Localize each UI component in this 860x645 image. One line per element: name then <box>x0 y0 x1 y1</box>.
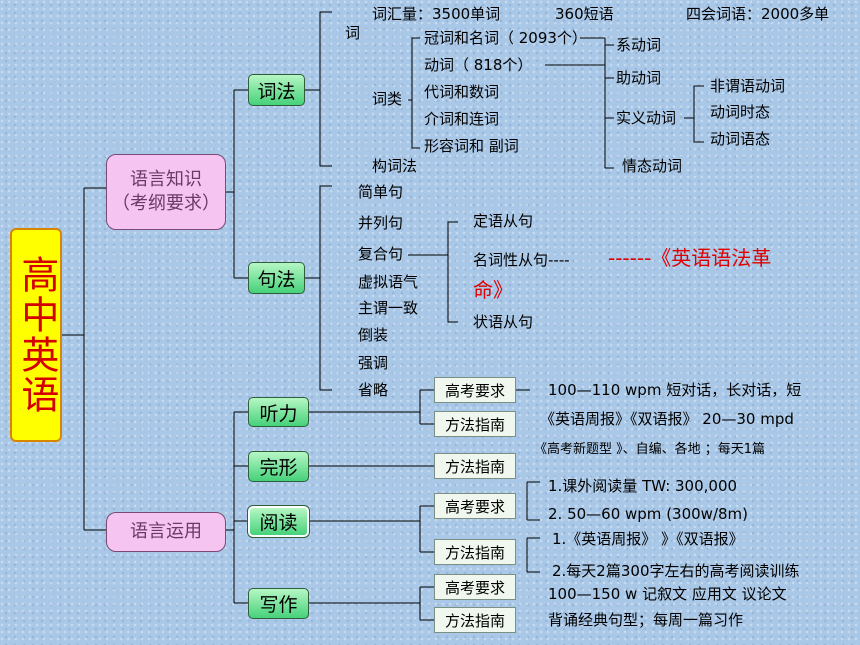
vocab-four-skills: 四会词语：2000多单 <box>686 5 830 23</box>
clause-type: 名词性从句---- <box>473 251 570 269</box>
guide-label: 方法指南 <box>444 457 505 476</box>
application-node[interactable]: 语言运用 <box>106 512 226 552</box>
sentence-type: 复合句 <box>358 245 404 263</box>
listening-guide-box[interactable]: 方法指南 <box>434 411 516 437</box>
listening-requirement-box[interactable]: 高考要求 <box>434 377 516 403</box>
syntax-node[interactable]: 句法 <box>248 262 305 294</box>
sentence-type: 强调 <box>358 354 389 372</box>
listening-guide: 《英语周报》《双语报》 20—30 mpd <box>540 410 794 428</box>
grammar-book-link-cont[interactable]: 命》 <box>473 278 513 302</box>
knowledge-node[interactable]: 语言知识 （考纲要求） <box>106 154 226 230</box>
requirement-label: 高考要求 <box>444 578 505 597</box>
word-class-item: 介词和连词 <box>424 110 500 128</box>
verb-detail: 非谓语动词 <box>710 77 786 95</box>
reading-label: 阅读 <box>259 512 298 534</box>
verb-type: 系动词 <box>616 36 662 54</box>
cloze-guide: 《高考新题型 》、自编、各地 ；每天1篇 <box>534 442 766 457</box>
sentence-type: 主谓一致 <box>358 299 419 317</box>
root-node[interactable]: 高中英语 <box>10 228 62 442</box>
vocab-node[interactable]: 词法 <box>248 74 305 106</box>
reading-node[interactable]: 阅读 <box>247 505 310 538</box>
verb-detail: 动词时态 <box>710 103 771 121</box>
listening-node[interactable]: 听力 <box>248 397 309 427</box>
word-class-item: 冠词和名词（ 2093个） <box>424 29 587 47</box>
sentence-type: 简单句 <box>358 183 404 201</box>
guide-label: 方法指南 <box>444 611 505 630</box>
reading-guide-1: 1.《英语周报》 》《双语报》 <box>552 530 744 548</box>
guide-label: 方法指南 <box>444 415 505 434</box>
vocab-wrap: 词 <box>345 24 361 42</box>
verb-type: 实义动词 <box>616 109 677 127</box>
sentence-type: 并列句 <box>358 214 404 232</box>
sentence-type: 倒装 <box>358 326 389 344</box>
reading-guide-box[interactable]: 方法指南 <box>434 539 516 565</box>
cloze-label: 完形 <box>259 457 298 479</box>
reading-requirement-1: 1.课外阅读量 TW: 300,000 <box>548 477 738 495</box>
writing-requirement: 100—150 w 记叙文 应用文 议论文 <box>548 585 787 603</box>
clause-type: 状语从句 <box>473 313 534 331</box>
sentence-type: 省略 <box>358 381 389 399</box>
vocab-label: 词法 <box>257 80 296 103</box>
verb-type: 情态动词 <box>622 157 683 175</box>
writing-label: 写作 <box>259 594 298 616</box>
cloze-node[interactable]: 完形 <box>248 451 309 482</box>
word-class-label: 词类 <box>372 90 403 108</box>
application-label: 语言运用 <box>130 520 202 542</box>
knowledge-sublabel: （考纲要求） <box>112 193 220 214</box>
writing-guide-box[interactable]: 方法指南 <box>434 607 516 633</box>
word-class-item: 形容词和 副词 <box>424 137 519 155</box>
reading-guide-2: 2.每天2篇300字左右的高考阅读训练 <box>552 562 800 580</box>
verb-type: 助动词 <box>616 69 662 87</box>
writing-node[interactable]: 写作 <box>248 588 309 619</box>
reading-requirement-2: 2. 50—60 wpm (300w/8m) <box>548 505 749 523</box>
syntax-label: 句法 <box>257 268 296 291</box>
reading-requirement-box[interactable]: 高考要求 <box>434 493 516 519</box>
clause-type: 定语从句 <box>473 212 534 230</box>
word-formation: 构词法 <box>372 157 418 175</box>
writing-requirement-box[interactable]: 高考要求 <box>434 574 516 600</box>
word-class-item: 动词（ 818个） <box>424 56 533 74</box>
listening-label: 听力 <box>259 402 298 425</box>
word-class-item: 代词和数词 <box>424 83 500 101</box>
sentence-type: 虚拟语气 <box>358 273 419 291</box>
knowledge-label: 语言知识 <box>130 168 202 190</box>
guide-label: 方法指南 <box>444 543 505 562</box>
root-title: 高中英语 <box>14 255 59 415</box>
requirement-label: 高考要求 <box>444 381 505 400</box>
verb-detail: 动词语态 <box>710 130 771 148</box>
writing-guide: 背诵经典句型；每周一篇习作 <box>548 611 744 629</box>
vocab-amount: 词汇量：3500单词 <box>372 5 501 23</box>
requirement-label: 高考要求 <box>444 497 505 516</box>
vocab-phrases: 360短语 <box>555 5 614 23</box>
listening-requirement: 100—110 wpm 短对话，长对话，短 <box>548 381 802 399</box>
grammar-book-link[interactable]: ------《英语语法革 <box>608 246 772 270</box>
cloze-guide-box[interactable]: 方法指南 <box>434 453 516 479</box>
